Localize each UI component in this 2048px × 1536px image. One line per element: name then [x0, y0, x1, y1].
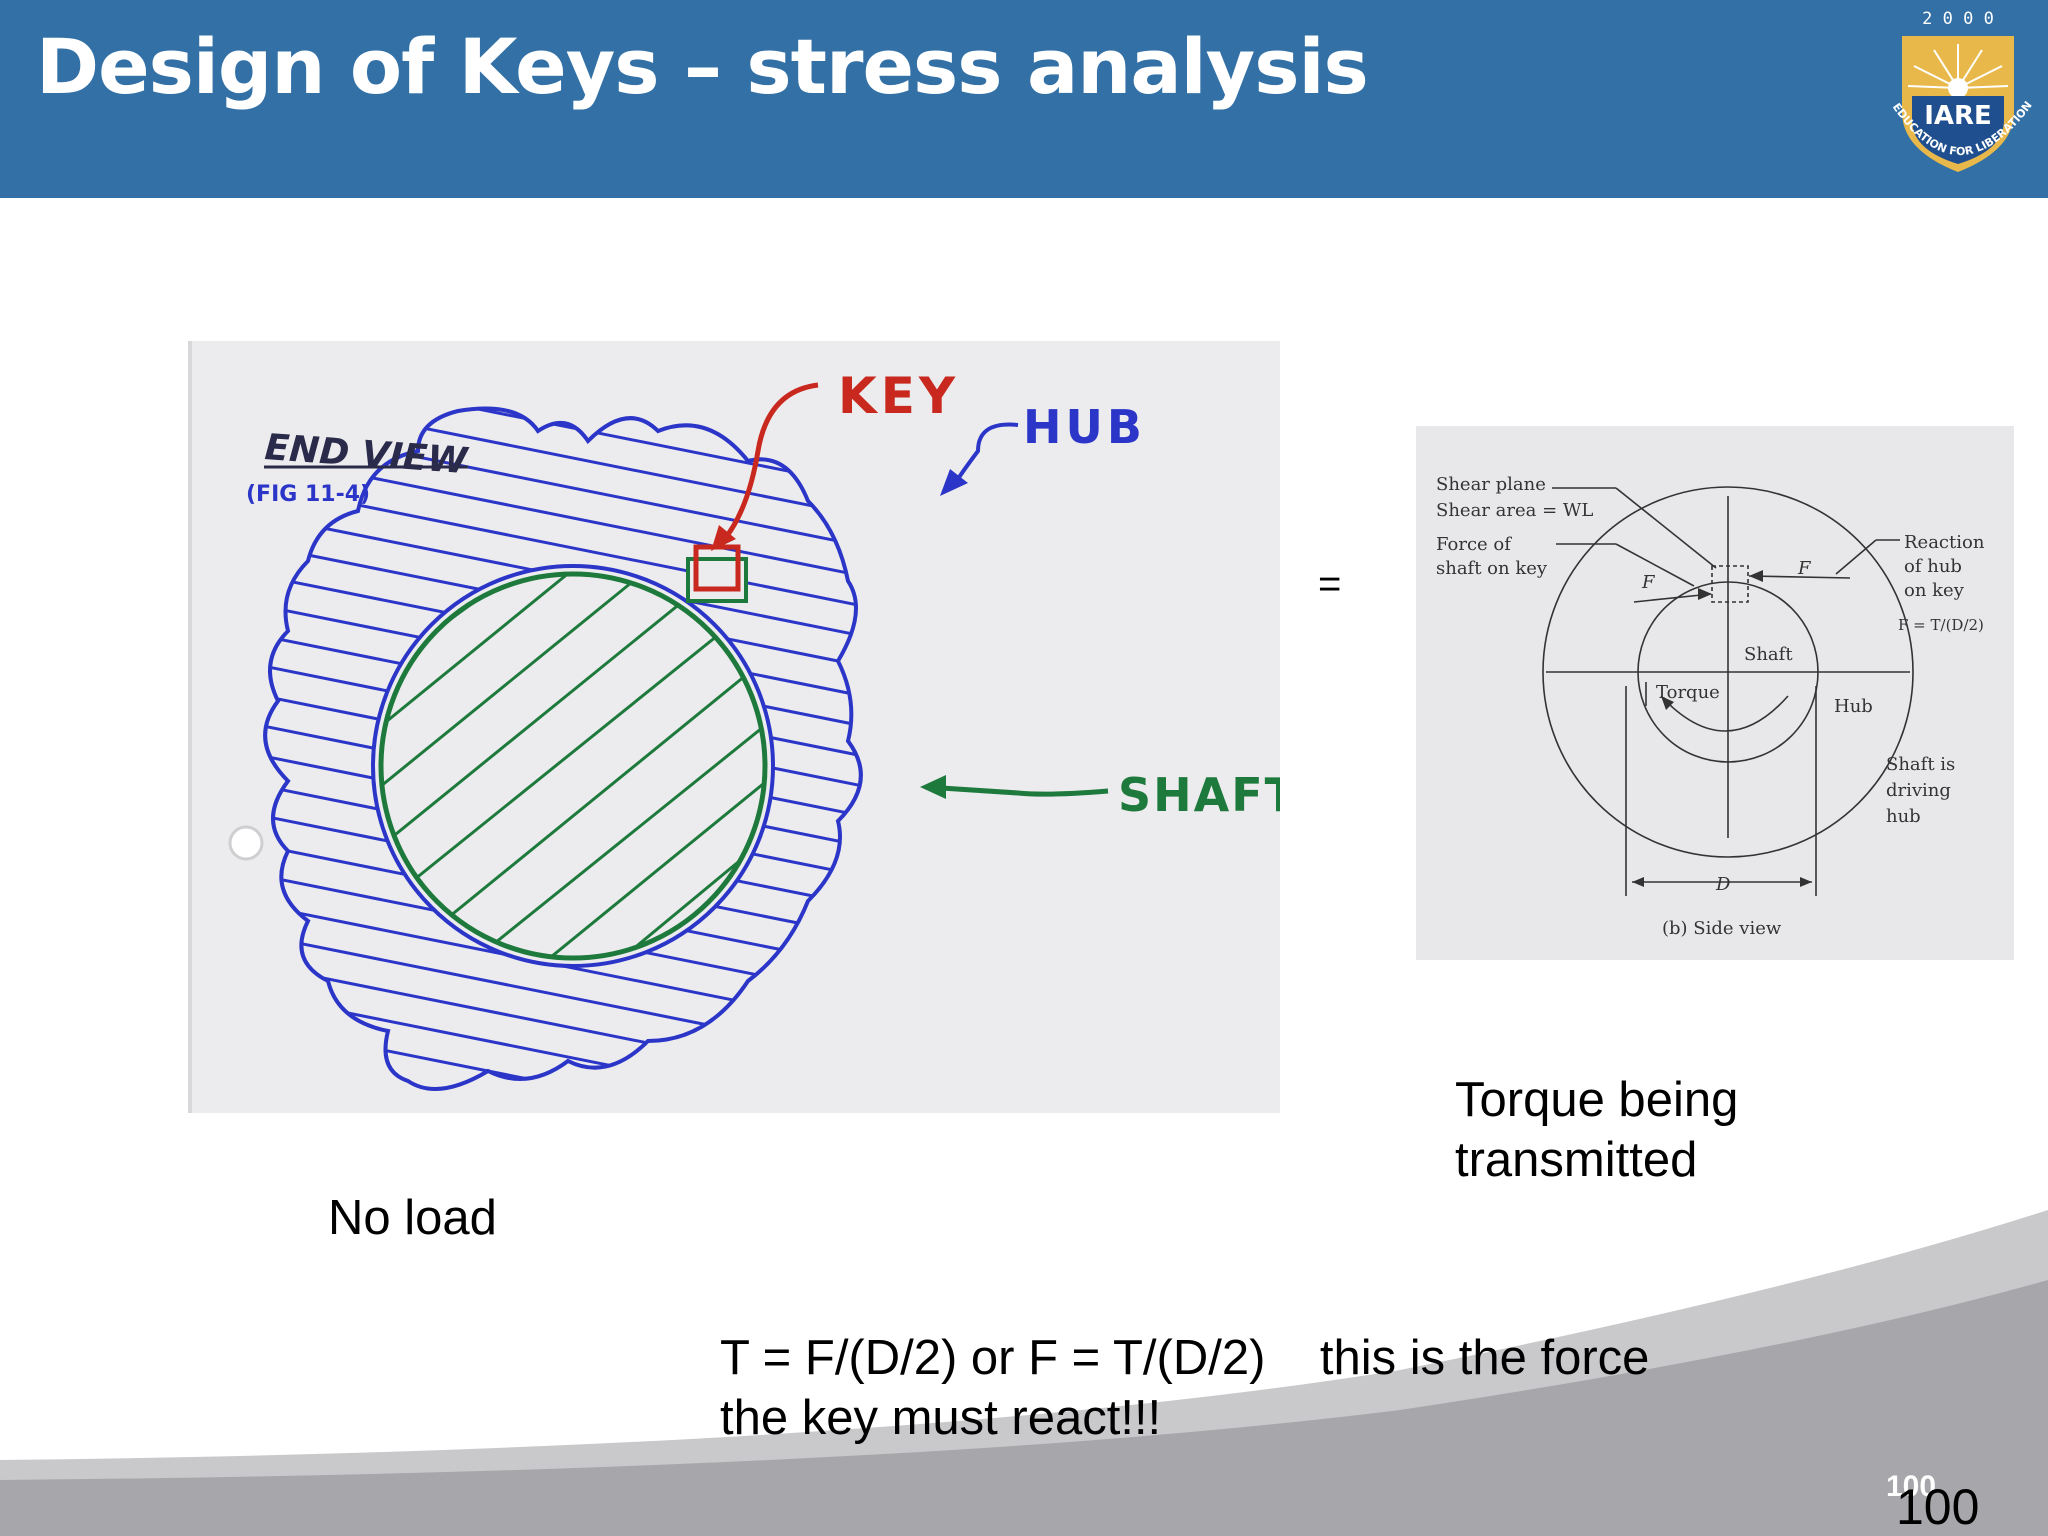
end-view-sketch: END VIEW (FIG 11-4) KEY HUB SHAFT — [188, 341, 1280, 1113]
iare-logo: 2 0 0 0 IARE EDUCATION FOR LIBERATION — [1890, 9, 2035, 172]
label-d: D — [1715, 874, 1731, 895]
logo-year: 2 0 0 0 — [1922, 9, 1994, 29]
label-f-left: F — [1641, 572, 1656, 593]
formula-line-1: T = F/(D/2) or F = T/(D/2) this is the f… — [720, 1331, 1650, 1385]
label-key: KEY — [838, 367, 959, 425]
label-force-1: Force of — [1436, 534, 1512, 555]
label-reaction-1: Reaction — [1904, 532, 1985, 553]
hub-outline — [263, 406, 863, 1091]
hub-arrow — [956, 422, 1019, 481]
equals-sign: = — [1318, 562, 1342, 606]
label-reaction-3: on key — [1904, 580, 1965, 601]
label-force-2: shaft on key — [1436, 558, 1548, 579]
formula-line-2: the key must react!!! — [720, 1391, 1162, 1445]
diagram-caption: (b) Side view — [1662, 918, 1782, 939]
slide-title: Design of Keys – stress analysis — [36, 22, 1369, 111]
key-arrow — [721, 382, 819, 543]
page-number-shadow: 100 — [1886, 1470, 1937, 1503]
logo-name: IARE — [1924, 101, 1992, 131]
formula-text: T = F/(D/2) or F = T/(D/2) this is the f… — [720, 1328, 1820, 1448]
label-driving-3: hub — [1886, 806, 1921, 827]
label-shaft: SHAFT — [1118, 768, 1280, 822]
label-f-right: F — [1797, 558, 1812, 579]
label-shear-area: Shear area = WL — [1436, 500, 1593, 521]
caption-no-load: No load — [328, 1191, 497, 1245]
label-driving-2: driving — [1886, 780, 1951, 801]
label-shear-plane: Shear plane — [1436, 474, 1546, 495]
caption-torque-transmitted: Torque being transmitted — [1455, 1073, 1739, 1187]
header-bar: Design of Keys – stress analysis 2 0 0 0… — [0, 0, 2048, 198]
label-torque: Torque — [1656, 682, 1720, 703]
label-hub: Hub — [1834, 696, 1873, 717]
page-number: 100 — [1896, 1479, 1980, 1535]
label-reaction-formula: F = T/(D/2) — [1898, 616, 1984, 634]
side-view-diagram: Shear plane Shear area = WL Force of sha… — [1416, 426, 2014, 960]
shaft-arrow — [925, 784, 1109, 797]
shaft-outline — [378, 571, 768, 961]
label-driving-1: Shaft is — [1886, 754, 1955, 775]
label-hub: HUB — [1023, 400, 1146, 454]
label-reaction-2: of hub — [1904, 556, 1962, 577]
label-fig: (FIG 11-4) — [246, 482, 370, 507]
footer-swoosh — [0, 1210, 2048, 1536]
label-shaft: Shaft — [1744, 644, 1793, 665]
